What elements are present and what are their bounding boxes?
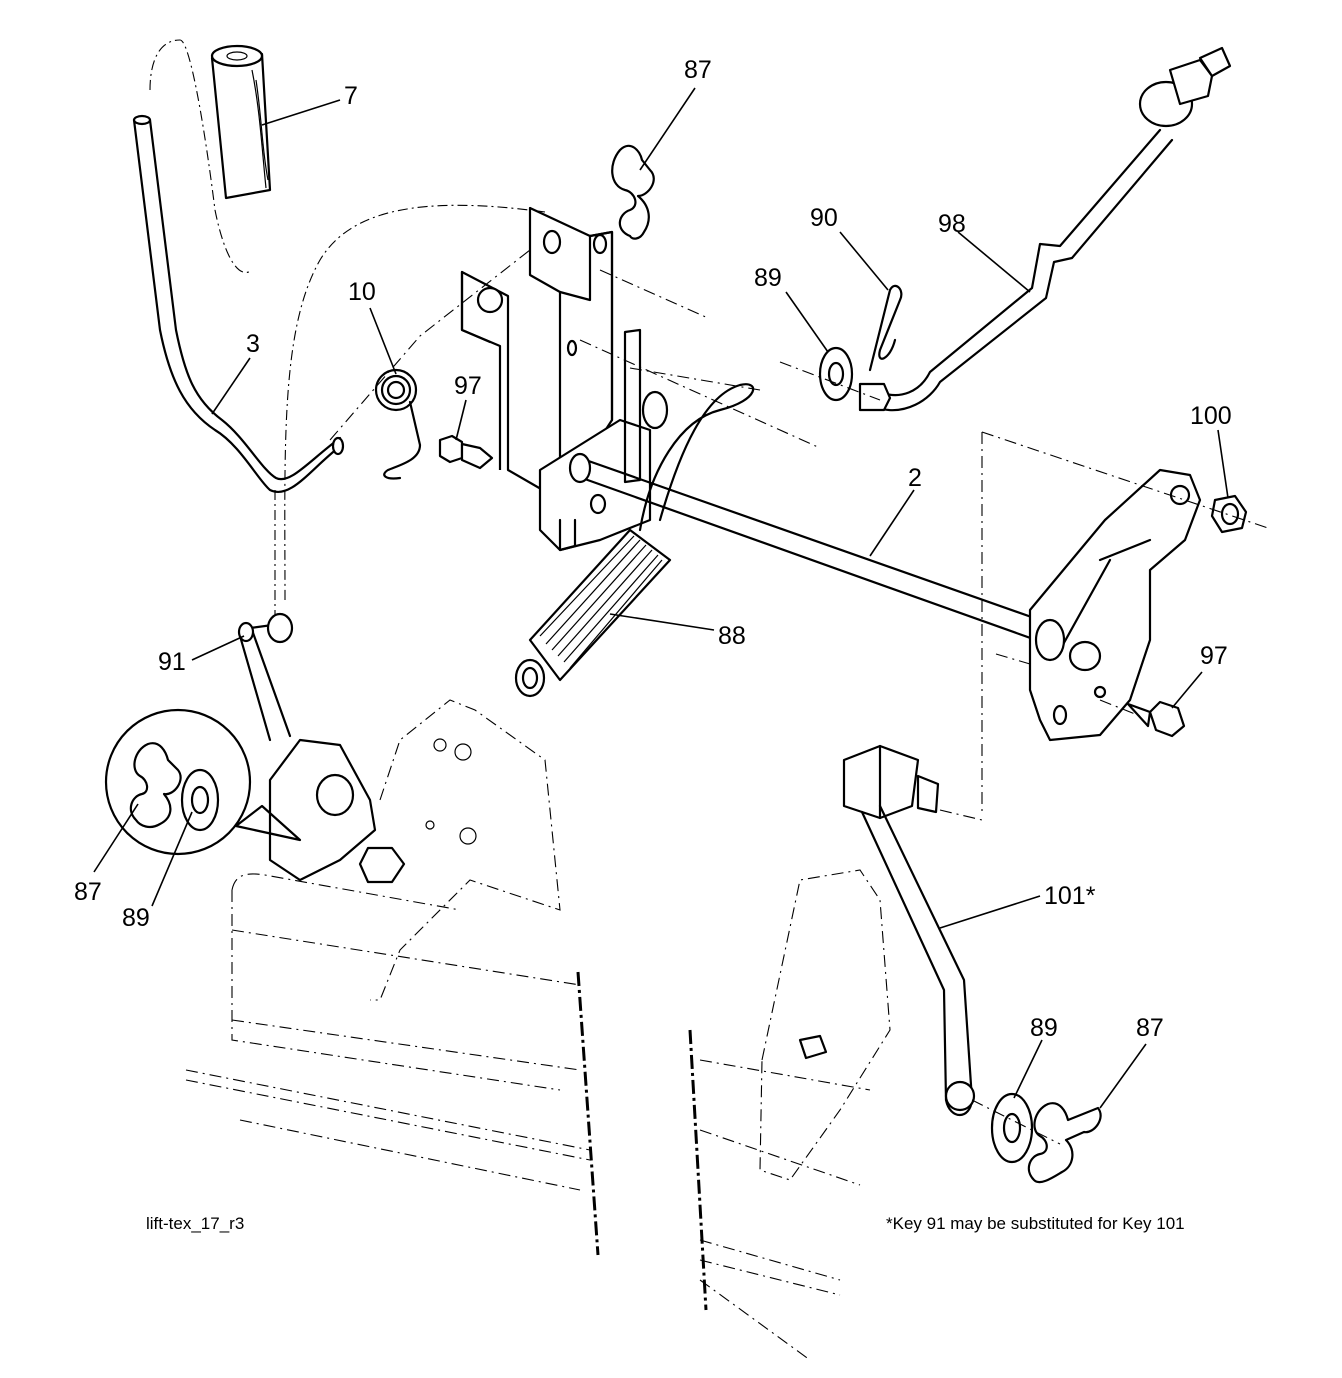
washer-top	[818, 346, 854, 402]
lift-rod-with-block	[842, 744, 976, 1117]
callout-2: 2	[908, 464, 922, 492]
callout-89c: 89	[1030, 1014, 1058, 1042]
callout-100: 100	[1190, 402, 1232, 430]
shoulder-bolt-left	[438, 434, 494, 470]
callout-89b: 89	[122, 904, 150, 932]
callout-labels: 7 87 90 98 89 10 3 97 100 2 88 97 91 87 …	[74, 56, 1232, 1042]
centerline-left	[576, 971, 600, 1256]
lift-lever	[132, 114, 345, 493]
callout-97b: 97	[1200, 642, 1228, 670]
callout-97: 97	[454, 372, 482, 400]
hairpin-clip-bottom	[1027, 1102, 1102, 1184]
assembly-line-grip	[149, 39, 253, 273]
lift-link	[237, 612, 406, 884]
handle-grip	[210, 44, 272, 200]
callout-87: 87	[684, 56, 712, 84]
washer-bottom	[990, 1092, 1034, 1164]
lift-bracket	[460, 206, 669, 552]
callout-88: 88	[718, 622, 746, 650]
footnote: *Key 91 may be substituted for Key 101	[886, 1214, 1185, 1233]
callout-90: 90	[810, 204, 838, 232]
drawing-id: lift-tex_17_r3	[146, 1214, 245, 1233]
callout-leaders	[93, 87, 1229, 1109]
callout-98: 98	[938, 210, 966, 238]
lift-shaft	[568, 452, 1042, 642]
shoulder-bolt-right	[1126, 700, 1186, 738]
link-rod	[858, 46, 1232, 412]
deck-bracket-right	[688, 869, 891, 1361]
centerline-right	[688, 1029, 708, 1311]
assembly-line-lever-to-bracket	[284, 204, 546, 601]
hairpin-clip-top	[611, 144, 655, 240]
deck-bracket-left	[185, 699, 600, 1256]
alignment-lines	[329, 249, 1269, 1145]
callout-87b: 87	[74, 878, 102, 906]
callout-101: 101*	[1044, 882, 1096, 910]
callout-3: 3	[246, 330, 260, 358]
hairpin-clip	[868, 284, 903, 372]
callout-7: 7	[344, 82, 358, 110]
torsion-spring	[374, 368, 422, 480]
extension-spring	[514, 383, 755, 698]
callout-91: 91	[158, 648, 186, 676]
callout-89: 89	[754, 264, 782, 292]
right-lift-arm	[1028, 468, 1202, 742]
callout-10: 10	[348, 278, 376, 306]
hex-nut	[1210, 494, 1248, 534]
callout-87c: 87	[1136, 1014, 1164, 1042]
